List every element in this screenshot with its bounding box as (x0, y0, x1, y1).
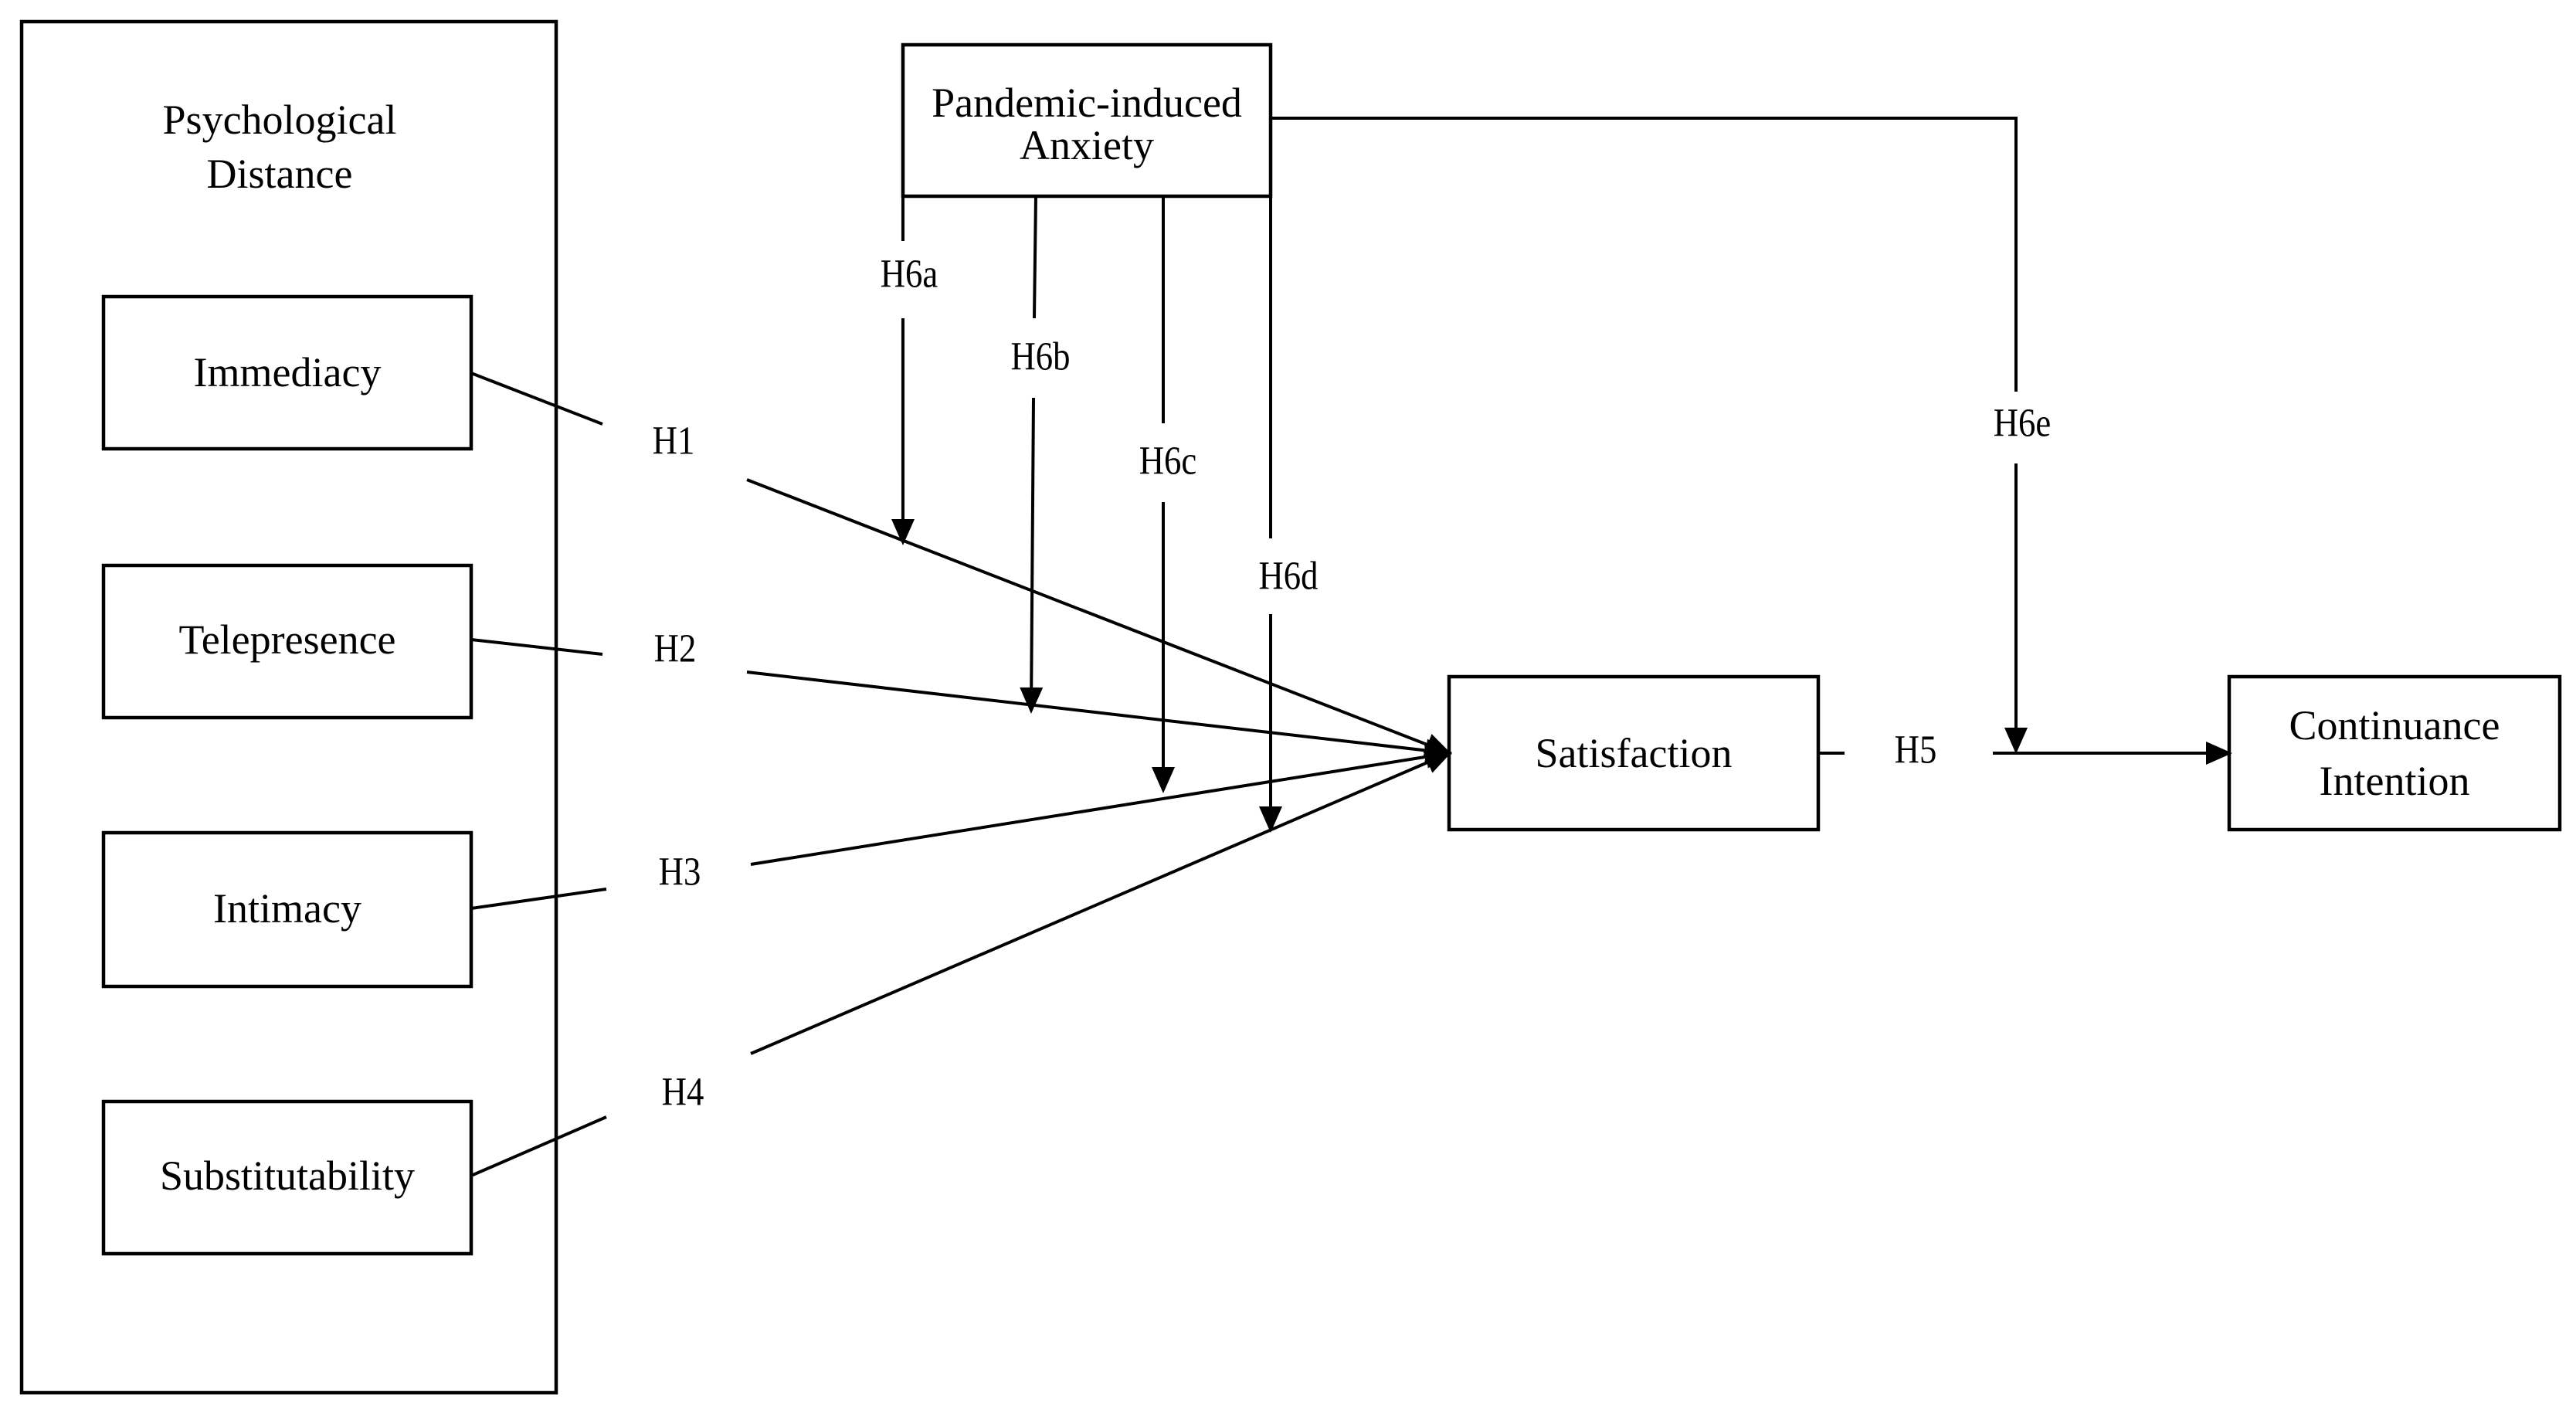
intimacy-label: Intimacy (213, 885, 361, 932)
immediacy-box (101, 294, 473, 451)
h2-line-start (470, 638, 603, 656)
anxiety-box (901, 42, 1273, 199)
h1-line-start (470, 372, 603, 426)
h6b-arrow (1020, 397, 1044, 714)
h4-arrow (750, 752, 1452, 1055)
telepresence-label: Telepresence (178, 616, 395, 663)
h6b-label: H6b (1011, 335, 1071, 379)
continuance-intention-box (2227, 674, 2562, 832)
h6a-label: H6a (881, 253, 938, 297)
h3-arrow (750, 745, 1452, 866)
h3-label: H3 (659, 850, 701, 895)
h2-arrow (746, 670, 1452, 762)
h6b-line-start (1033, 195, 1037, 319)
h6d-label: H6d (1259, 555, 1319, 599)
h6e-line-start (1271, 117, 2018, 392)
satisfaction-label: Satisfaction (1536, 730, 1733, 776)
h4-line-start (470, 1115, 607, 1177)
telepresence-box (101, 563, 473, 720)
h6e-label: H6e (1994, 402, 2051, 446)
h2-label: H2 (654, 627, 697, 671)
substitutability-label: Substitutability (160, 1153, 415, 1199)
immediacy-label: Immediacy (194, 349, 382, 395)
h4-label: H4 (662, 1071, 704, 1115)
h1-label: H1 (653, 419, 695, 463)
satisfaction-box (1447, 674, 1821, 832)
group-title-line2: Distance (207, 151, 353, 197)
intimacy-box (101, 830, 473, 989)
continuance-label-line2: Intention (2320, 758, 2470, 804)
group-title-line1: Psychological (163, 97, 397, 143)
anxiety-label-line2: Anxiety (1020, 122, 1154, 168)
substitutability-box (101, 1099, 473, 1256)
h6c-label: H6c (1139, 440, 1196, 484)
h3-line-start (470, 888, 607, 910)
h1-arrow (746, 478, 1452, 756)
h5-label: H5 (1895, 728, 1937, 772)
anxiety-label-line1: Pandemic-induced (932, 80, 1242, 126)
continuance-label-line1: Continuance (2289, 702, 2500, 749)
